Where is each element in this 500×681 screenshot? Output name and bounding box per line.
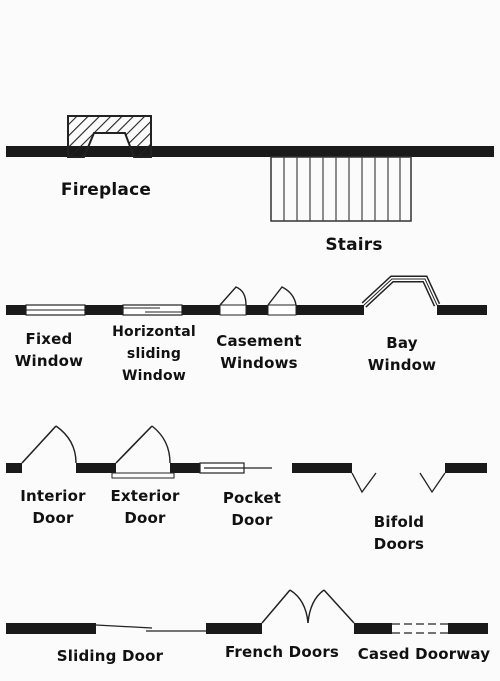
fireplace-hearth	[67, 115, 152, 158]
casement-windows-symbol	[219, 286, 297, 316]
bay-window-label-line2: Window	[367, 356, 437, 374]
casement-windows-label-line2: Windows	[220, 354, 298, 372]
exterior-door-label: Exterior Door	[110, 485, 179, 529]
french-doors-label: French Doors	[224, 643, 340, 661]
stairs-symbol	[270, 156, 412, 222]
exterior-door-label-line2: Door	[124, 509, 166, 527]
exterior-door-label-line1: Exterior	[110, 487, 180, 505]
interior-door-label-line2: Door	[32, 509, 74, 527]
horizontal-sliding-window-label-line1: Horizontal	[112, 324, 196, 340]
horizontal-sliding-window-symbol	[122, 304, 183, 316]
casement-windows-label-line1: Casement	[216, 332, 302, 350]
bottom-wall	[6, 623, 488, 634]
stairs-outline	[270, 156, 412, 222]
doors-wall	[6, 463, 487, 473]
pocket-door-label-line2: Door	[231, 511, 273, 529]
bay-window-label: Bay Window	[368, 332, 436, 376]
windows-wall	[6, 305, 487, 315]
fireplace-label: Fireplace	[60, 180, 152, 200]
cased-doorway-label: Cased Doorway	[357, 645, 491, 663]
stairs-label: Stairs	[325, 235, 383, 255]
stair-treads	[283, 157, 401, 221]
exterior-door-symbol	[111, 425, 175, 479]
pocket-door-label-line1: Pocket	[222, 489, 282, 507]
fixed-window-label-line1: Fixed	[25, 330, 73, 348]
pocket-door-symbol	[199, 462, 272, 474]
horizontal-sliding-window-label: Horizontal sliding Window	[112, 321, 196, 387]
interior-door-symbol	[21, 425, 77, 464]
casement-windows-label: Casement Windows	[216, 330, 301, 374]
sliding-door-symbol	[95, 624, 206, 632]
french-doors-symbol	[261, 589, 355, 624]
horizontal-sliding-window-label-line3: Window	[122, 368, 186, 384]
fixed-window-label: Fixed Window	[15, 328, 83, 372]
sliding-door-label: Sliding Door	[56, 647, 164, 665]
fixed-window-symbol	[25, 304, 86, 316]
interior-door-label: Interior Door	[20, 485, 85, 529]
bifold-doors-label: Bifold Doors	[374, 511, 425, 555]
bay-window-label-line1: Bay	[386, 334, 418, 352]
cased-doorway-symbol	[392, 623, 448, 634]
bifold-doors-symbol	[351, 472, 446, 494]
pocket-door-label: Pocket Door	[223, 487, 281, 531]
fireplace-symbol	[6, 115, 494, 158]
fixed-window-label-line2: Window	[14, 352, 84, 370]
bay-window-symbol	[361, 275, 441, 308]
horizontal-sliding-window-label-line2: sliding	[126, 346, 182, 362]
bifold-doors-label-line1: Bifold	[373, 513, 425, 531]
bifold-doors-label-line2: Doors	[373, 535, 425, 553]
interior-door-label-line1: Interior	[20, 487, 86, 505]
wall-line	[6, 146, 494, 157]
